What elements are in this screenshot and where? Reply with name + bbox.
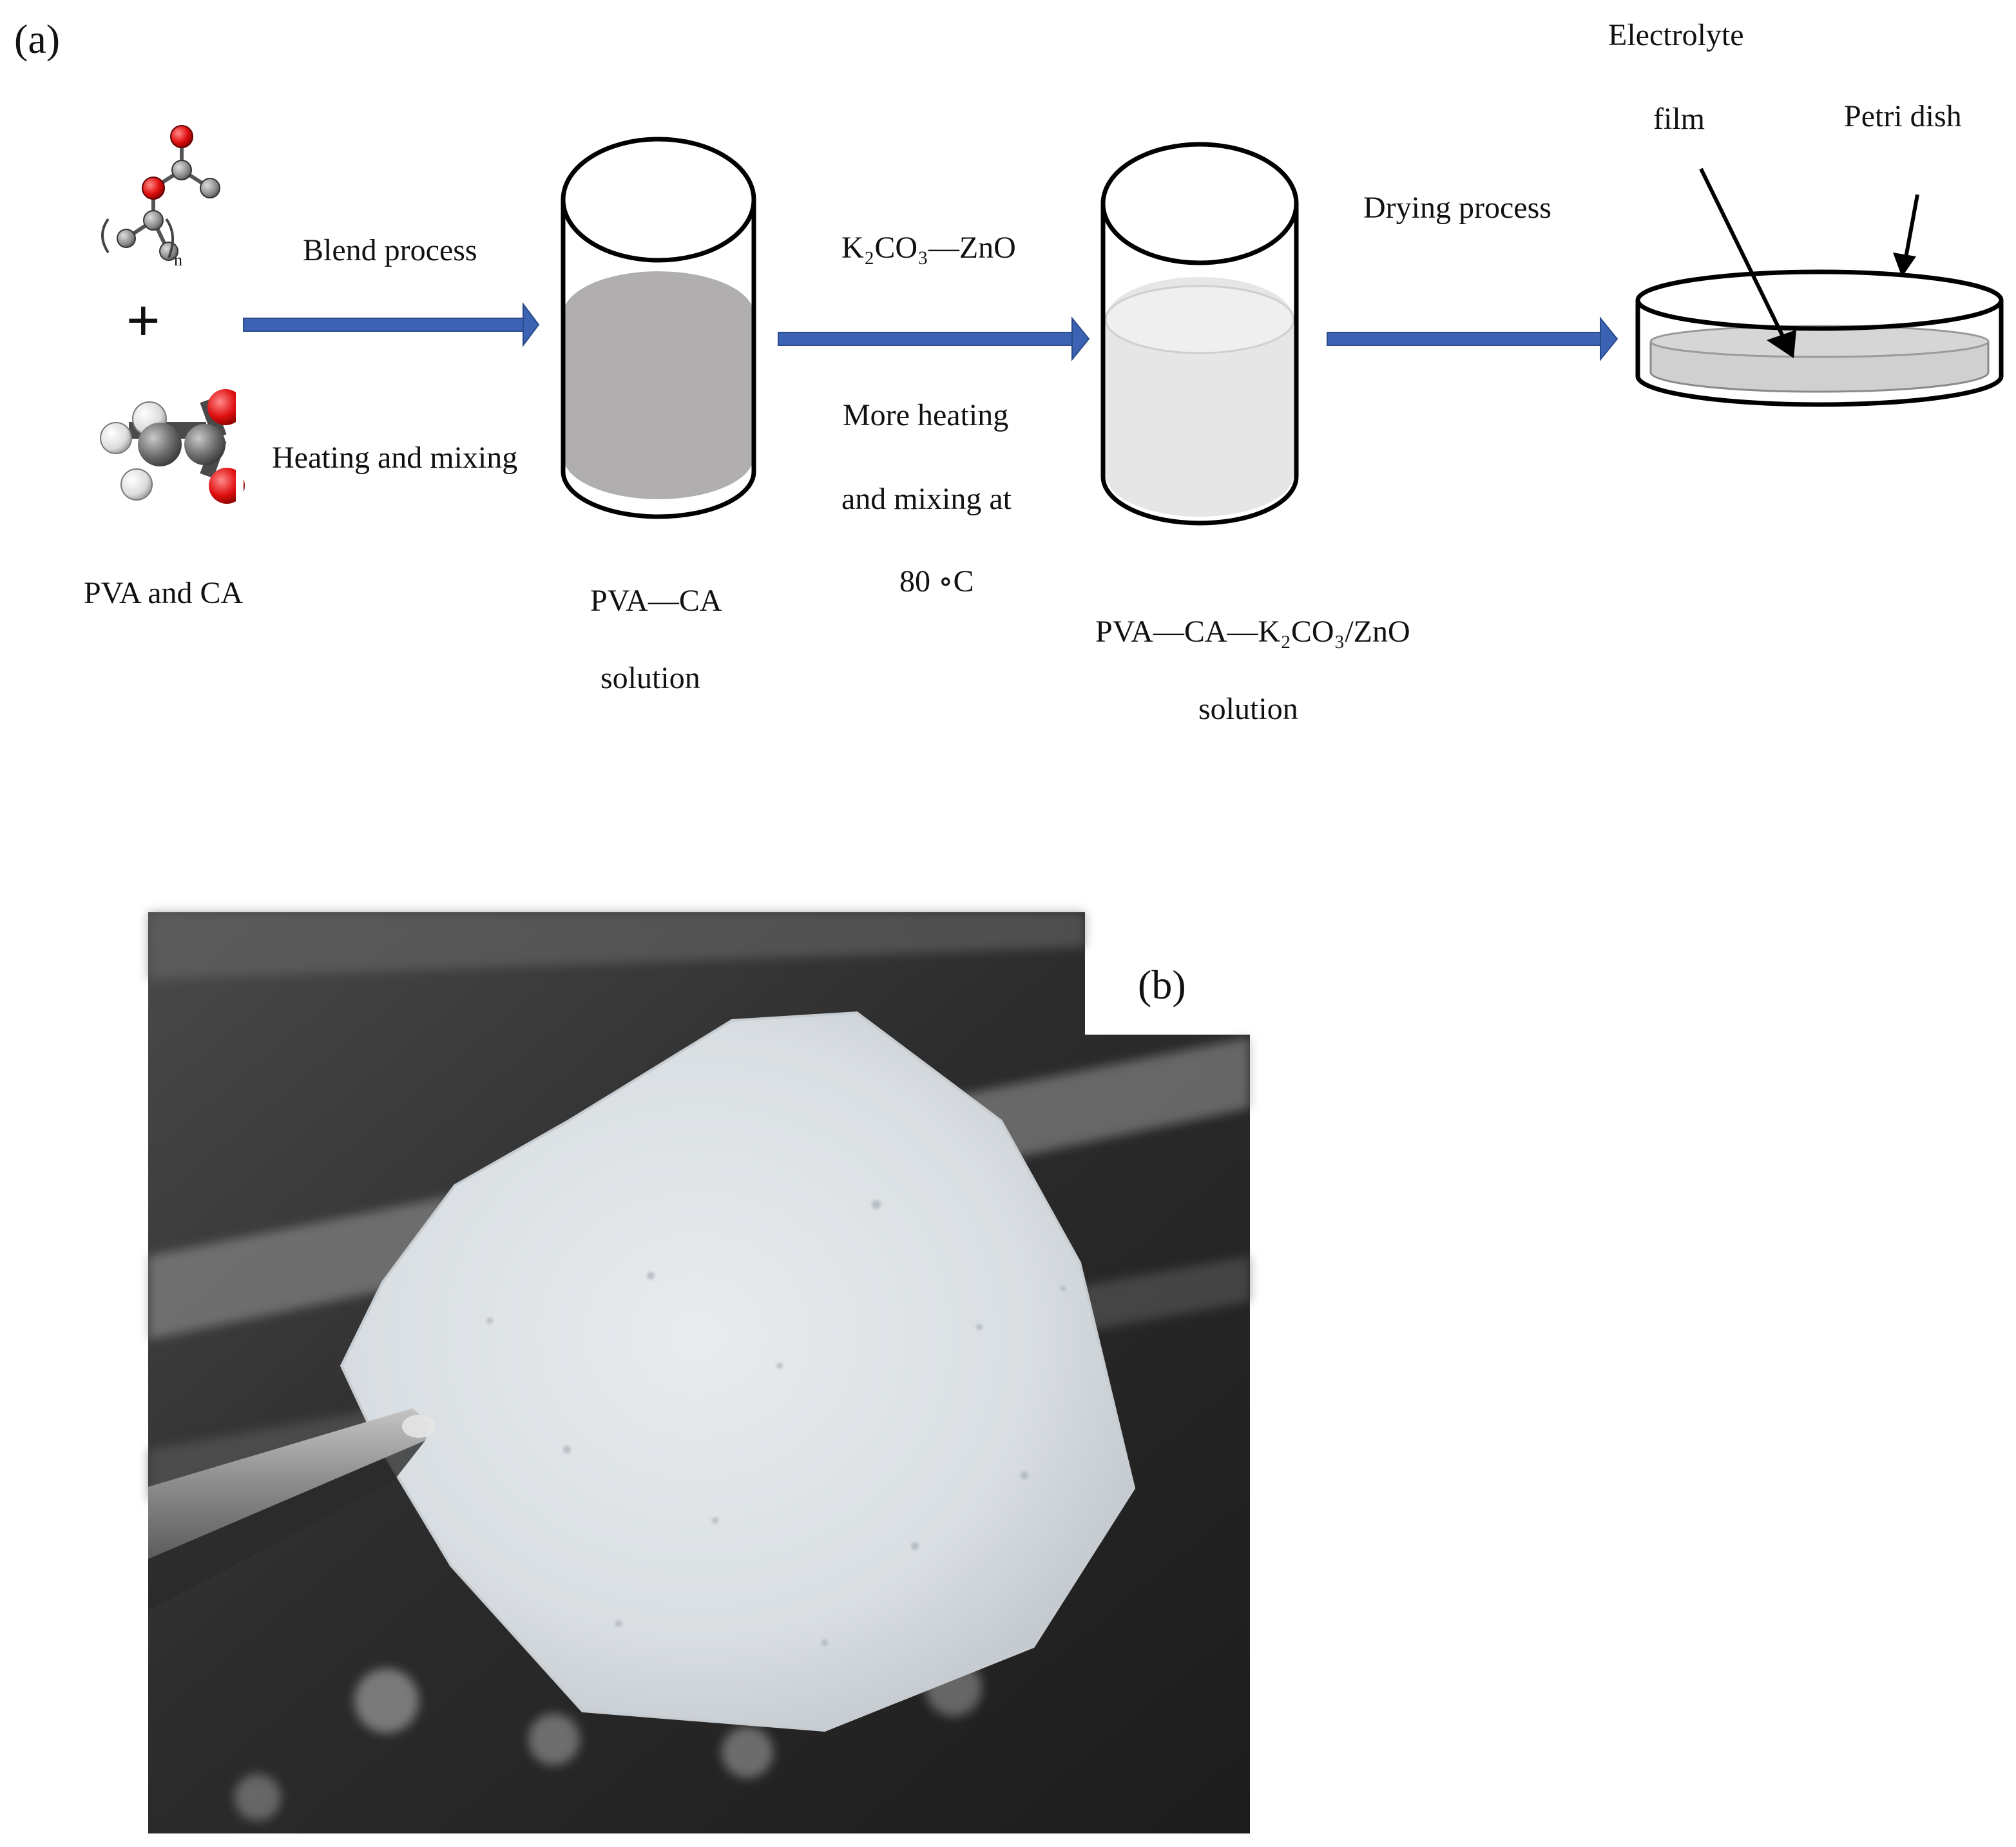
step2-top-label: K₂CO₃—ZnO	[841, 231, 1016, 265]
panel-a: (a) n +	[14, 16, 2004, 726]
step2-label-line2: and mixing at	[841, 482, 1012, 516]
beaker1-label-line2: solution	[600, 661, 700, 695]
arrow-step3	[1327, 316, 1618, 361]
beaker2-label-line1: PVA—CA—K₂CO₃/ZnO	[1095, 615, 1410, 649]
petri-electrolyte-label: Electrolyte	[1608, 18, 1744, 52]
step2-label-line3: 80 ∘C	[899, 564, 974, 598]
citric-acid-molecule	[100, 387, 245, 509]
step3-top-label: Drying process	[1363, 191, 1551, 225]
beaker-pva-ca-k2co3-zno	[1100, 142, 1299, 526]
arrow-to-dish	[1893, 194, 1919, 277]
beaker1-label-line1: PVA—CA	[590, 584, 722, 618]
electrolyte-film-photo	[340, 1011, 1136, 1732]
arrow-step2	[778, 316, 1090, 361]
petri-dish-label: Petri dish	[1844, 99, 1962, 133]
panel-b-photo: (b)	[148, 912, 1250, 1833]
step1-top-label: Blend process	[303, 233, 477, 267]
step2-label-line1: More heating	[843, 398, 1008, 432]
panel-a-label: (a)	[14, 16, 60, 62]
tweezer-photo	[148, 1408, 436, 1611]
arrow-to-film	[1699, 167, 1796, 358]
polymer-subscript: n	[174, 251, 182, 269]
panel-b-label: (b)	[1138, 962, 1186, 1008]
plus-sign: +	[126, 289, 160, 353]
arrow-step1	[243, 302, 540, 347]
reactants-label: PVA and CA	[84, 576, 244, 610]
step1-bottom-label: Heating and mixing	[272, 441, 517, 475]
petri-dish	[1635, 269, 2004, 407]
beaker2-label-line2: solution	[1198, 692, 1298, 726]
petri-film-label: film	[1653, 102, 1705, 136]
pva-monomer-molecule: n	[101, 125, 220, 269]
beaker-pva-ca	[561, 137, 756, 519]
